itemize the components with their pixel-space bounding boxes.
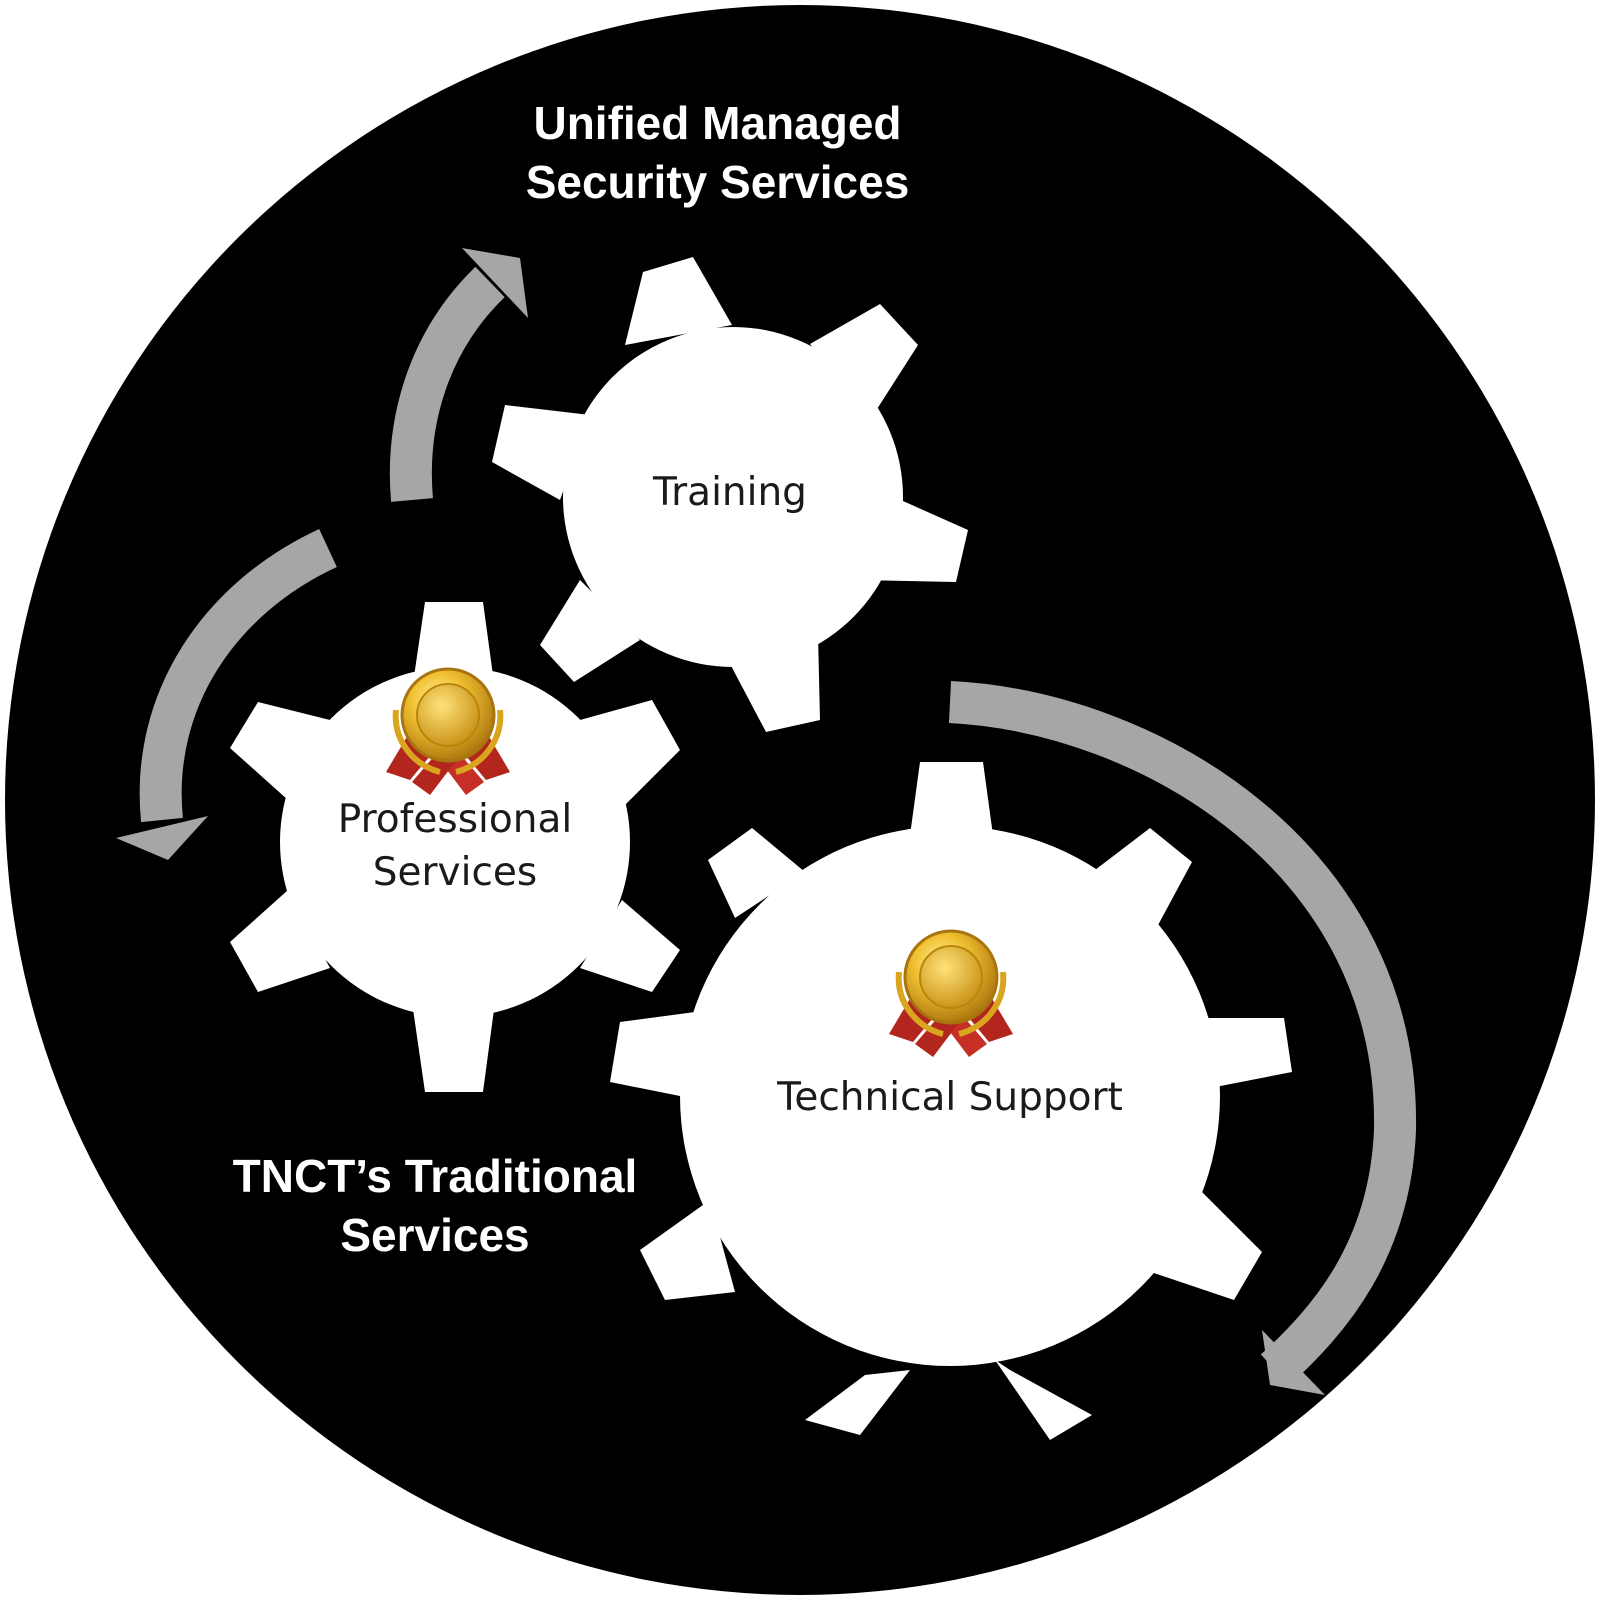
- gear-technical-support: [610, 762, 1292, 1440]
- gear-professional-services: [230, 602, 680, 1092]
- curved-arrow-icon-left: [116, 528, 338, 860]
- award-medal-icon-professional: [386, 667, 510, 795]
- inner-heading-line1: TNCT’s Traditional: [232, 1150, 638, 1202]
- inner-heading-line2: Services: [340, 1209, 530, 1261]
- gear-label-training: Training: [653, 470, 807, 515]
- gear-label-technical-support: Technical Support: [777, 1075, 1123, 1120]
- curved-arrow-icon-top: [389, 248, 528, 502]
- gear-training: [492, 257, 968, 732]
- background-circle: [5, 5, 1595, 1595]
- award-medal-icon-technical: [889, 929, 1013, 1057]
- outer-heading-line2: Security Services: [525, 156, 910, 208]
- gear-label-professional-line1: Professional: [337, 797, 573, 842]
- outer-heading-line1: Unified Managed: [533, 97, 902, 149]
- gear-label-professional-services: Professional Services: [300, 793, 610, 899]
- outer-heading: Unified Managed Security Services: [505, 94, 930, 212]
- gear-label-professional-line2: Services: [372, 850, 538, 895]
- curved-arrow-icon-right: [948, 681, 1417, 1395]
- inner-heading: TNCT’s Traditional Services: [205, 1147, 665, 1265]
